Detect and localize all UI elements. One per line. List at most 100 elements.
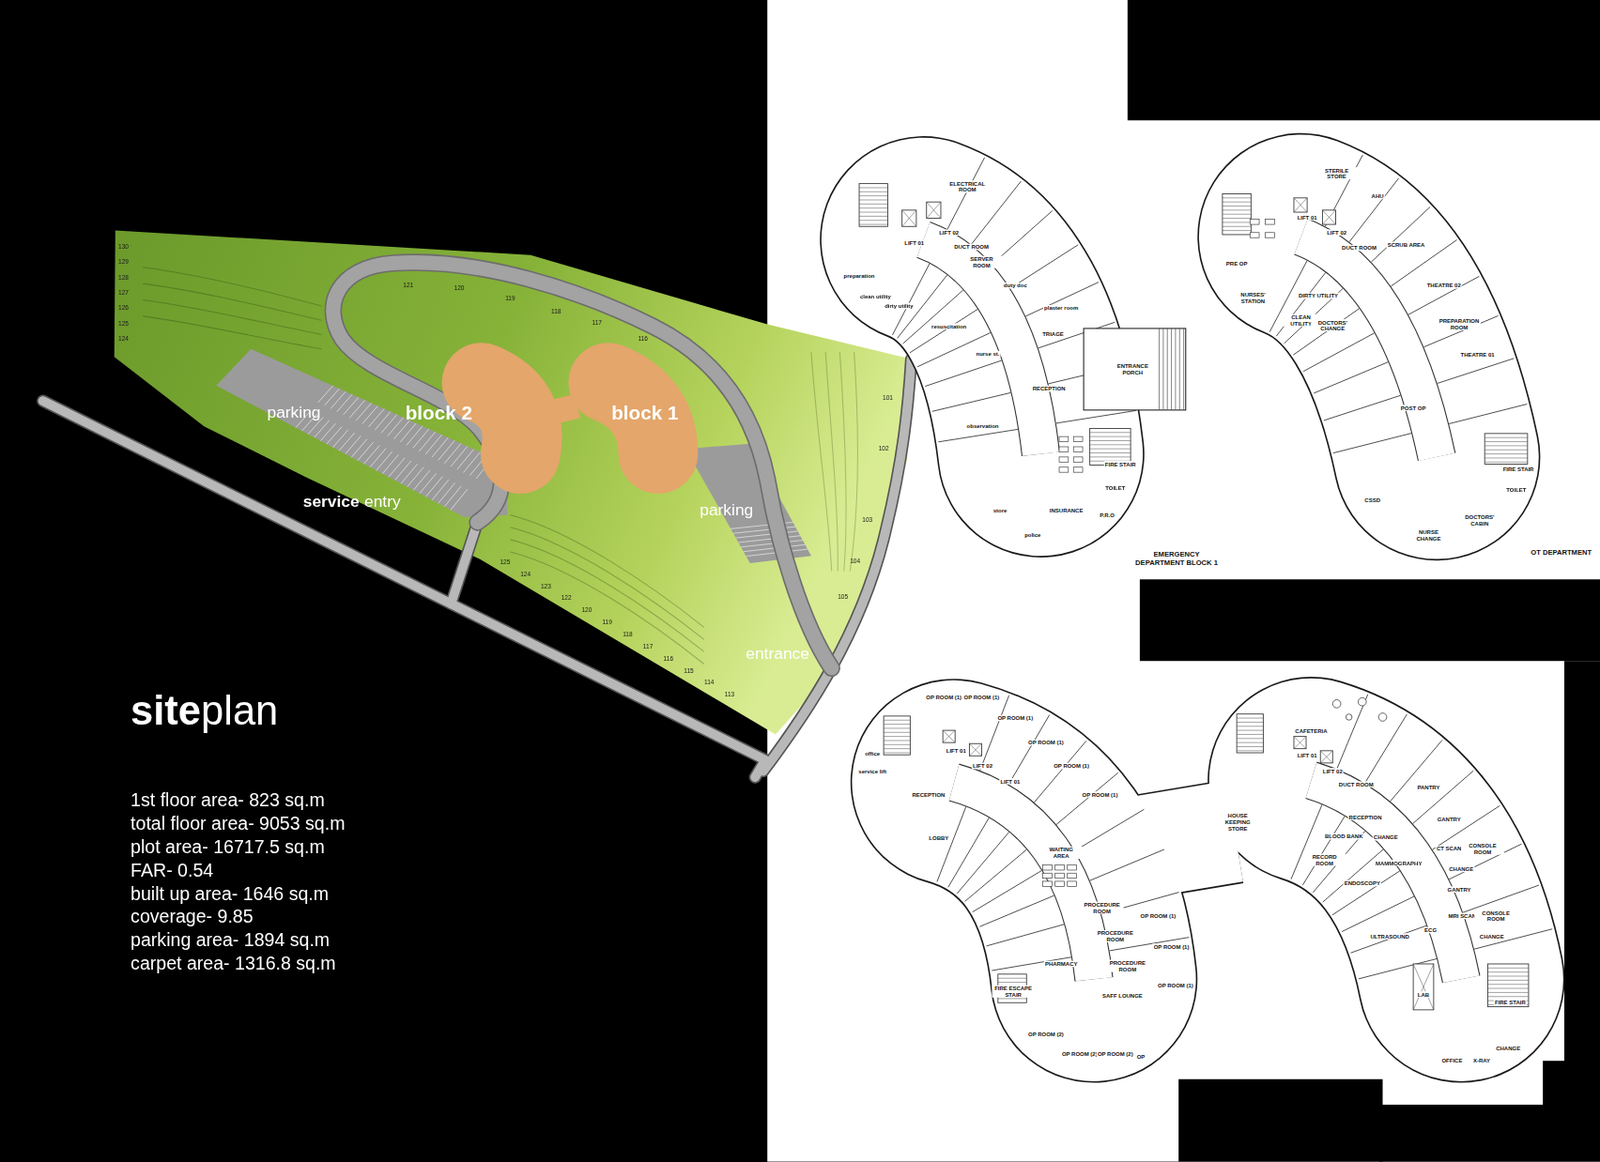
table-symbol [1332, 700, 1341, 709]
stair-tread [883, 723, 910, 725]
contour-number: 125 [118, 320, 129, 327]
seat-symbol [1043, 881, 1053, 887]
area-statistic: plot area- 16717.5 sq.m [130, 836, 325, 859]
stair-tread [1484, 445, 1528, 447]
corridor [1301, 236, 1438, 458]
room-label: police [1023, 531, 1042, 539]
room-label: ENDOSCOPY [1343, 880, 1382, 888]
room-partition [965, 849, 1028, 902]
building-block: block 2 [392, 337, 571, 501]
room-partition [932, 392, 1012, 412]
contour-number: 129 [118, 259, 129, 266]
parking-stall [406, 426, 423, 446]
stair-tread [1487, 968, 1528, 970]
room-label: CAFETERIA [1293, 728, 1328, 736]
porch-step [1174, 328, 1176, 411]
seat-symbol [1073, 446, 1083, 452]
stair-tread [1484, 437, 1528, 439]
room-partition [937, 806, 967, 882]
room-partition [1323, 395, 1401, 421]
stair-tread [859, 207, 888, 209]
room-label: STERILE STORE [1315, 167, 1359, 180]
seat-symbol [1055, 865, 1065, 871]
parking-stall [369, 409, 385, 428]
plan-drawing [859, 157, 1186, 473]
room-label: ULTRASOUND [1369, 933, 1411, 940]
room-label: RECEPTION [910, 791, 946, 799]
corridor-wall [953, 783, 1094, 981]
room-label: service lift [857, 768, 888, 775]
contour-number: 104 [849, 557, 861, 565]
room-partition [1350, 925, 1427, 954]
lift-cross [969, 743, 982, 756]
room-label: ECG [1423, 927, 1438, 935]
room-partition [1033, 740, 1086, 803]
lift-cross [1320, 751, 1333, 764]
contour-line [849, 352, 858, 572]
road [450, 522, 477, 604]
stair-tread [883, 739, 910, 741]
lift-cross [942, 730, 955, 743]
room-label: PROCEDURE ROOM [1093, 930, 1138, 943]
contour-number: 130 [118, 244, 129, 251]
stair-tread [883, 744, 910, 746]
room-label: DUCT ROOM [953, 244, 990, 251]
parking-stall [387, 417, 404, 437]
lift-symbol [926, 201, 941, 218]
parking-stall [438, 482, 456, 504]
room-label: OP ROOM (1) [1052, 763, 1091, 770]
plan-floor [1310, 780, 1462, 980]
stair-tread [1236, 742, 1263, 744]
stair-tread [883, 736, 910, 738]
contour-line [142, 300, 322, 336]
parking-stall [413, 470, 431, 491]
parking-stall [337, 394, 353, 412]
parking-stall [444, 486, 462, 508]
stair-tread [998, 978, 1027, 980]
dark-ground [1564, 661, 1600, 1064]
seat-symbol [1043, 873, 1053, 878]
room-partition [917, 332, 991, 367]
lift-cross [926, 201, 941, 218]
lift-cross [902, 210, 917, 227]
contour-number: 102 [878, 446, 890, 453]
room-partition [1313, 362, 1388, 394]
contour-number: 115 [683, 667, 693, 675]
room-partition [1291, 804, 1323, 879]
room-label: OP ROOM (1) [996, 715, 1034, 723]
stair-tread [1222, 217, 1251, 219]
seat-symbol [1059, 467, 1069, 473]
room-label: observation [965, 423, 1000, 431]
lift-cross [942, 730, 955, 743]
corridor [1310, 780, 1462, 980]
room-label: OP ROOM (1) [962, 694, 1000, 702]
room-label: duty doc [1002, 282, 1029, 290]
parking-stall [338, 432, 355, 451]
parking-stall [444, 443, 462, 463]
road [754, 760, 766, 778]
room-partition [924, 360, 1001, 386]
room-label: PROCEDURE ROOM [1080, 902, 1124, 915]
parking-stall [419, 473, 437, 493]
seat-symbol [1265, 232, 1276, 238]
parking-lot [685, 444, 812, 564]
contour-number: 101 [882, 395, 893, 402]
seat-symbol [1249, 219, 1260, 225]
stair-tread [1487, 984, 1528, 985]
room-label: DUCT ROOM [1340, 245, 1378, 252]
room-label: ELECTRICAL ROOM [945, 180, 989, 193]
parking-stall [413, 429, 430, 448]
title-text: site [130, 690, 201, 731]
contour-number: 116 [663, 655, 674, 662]
lift-symbol [969, 743, 982, 756]
room-partition [1075, 809, 1145, 851]
area-statistic: coverage- 9.85 [130, 907, 253, 929]
plan-drawing [1222, 154, 1528, 464]
contour-number: 113 [724, 692, 735, 699]
entrance-porch [1083, 328, 1186, 411]
room-label: CHANGE [1494, 1046, 1522, 1053]
parking-stall [318, 385, 334, 403]
stair-tread [1222, 205, 1251, 207]
stair-tread [1090, 436, 1131, 438]
stair-tread [1236, 725, 1263, 727]
